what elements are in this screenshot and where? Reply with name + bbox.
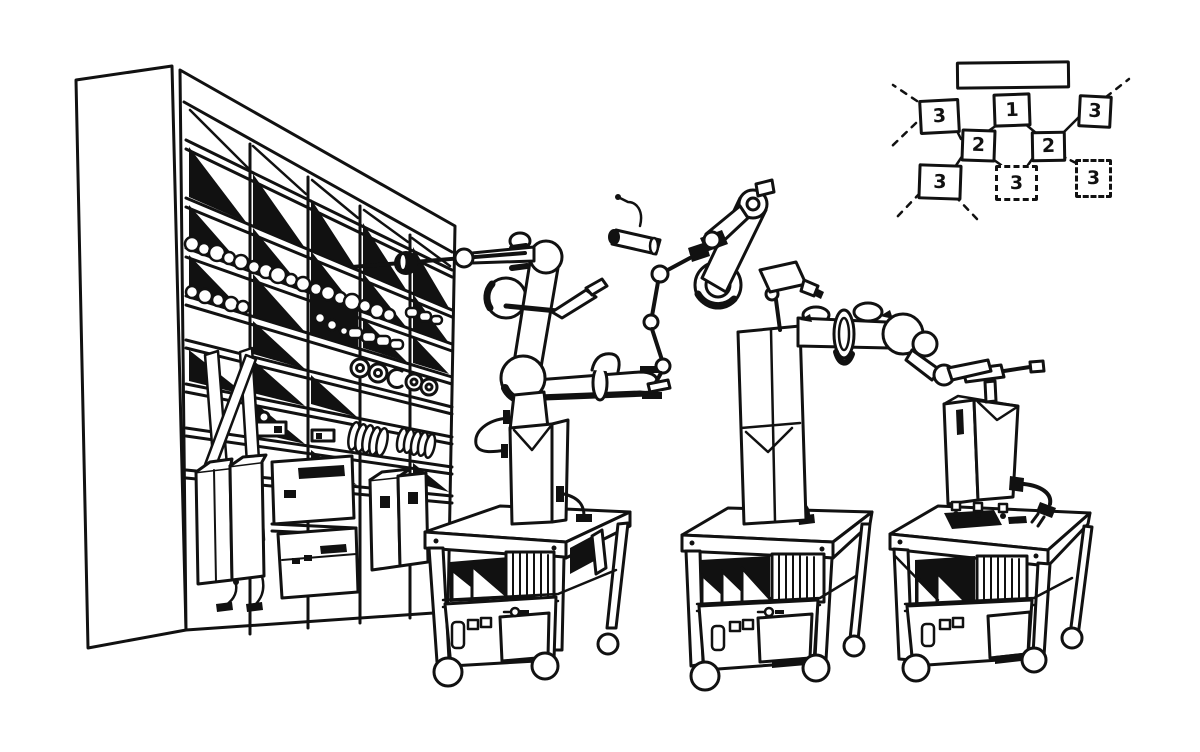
node-center-3-dashed: 3 — [995, 165, 1038, 201]
shelf-machines — [270, 454, 360, 600]
control-box — [942, 359, 1056, 528]
node-root: 1 — [992, 92, 1032, 128]
node-lower-right-3-dashed: 3 — [1075, 159, 1112, 198]
cart-right — [888, 504, 1094, 683]
robot-arm-middle — [608, 178, 993, 526]
shelf-boxes — [194, 453, 430, 586]
node-left-2: 2 — [960, 128, 997, 163]
node-upper-right-3: 3 — [1077, 94, 1113, 129]
shelf-plates — [347, 421, 437, 460]
cart-left — [423, 504, 632, 688]
node-right-2: 2 — [1030, 130, 1067, 163]
robot-arm-left — [350, 231, 662, 526]
task-tree-diagram: 1 2 2 3 3 3 3 3 — [885, 55, 1147, 233]
shelf-rings — [349, 357, 439, 397]
shelf-small-items — [252, 410, 336, 443]
node-lower-left-3: 3 — [917, 163, 963, 201]
shelf-cables — [216, 574, 265, 612]
storage-shelf — [74, 64, 457, 650]
diagram-header-box — [955, 60, 1071, 90]
node-upper-left-3: 3 — [918, 97, 961, 136]
cart-middle — [680, 496, 874, 692]
shelf-balls — [183, 235, 444, 351]
